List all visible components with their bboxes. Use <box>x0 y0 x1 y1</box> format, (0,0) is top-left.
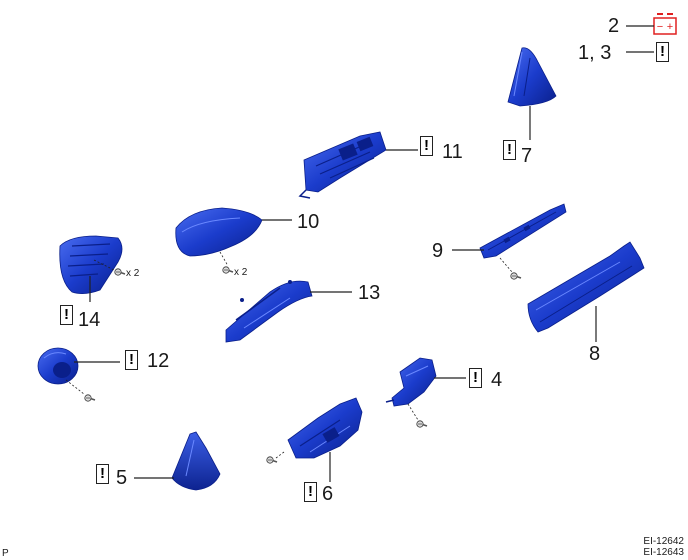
figure-code-1: EI-12642 <box>643 536 684 547</box>
part-7-cover <box>507 47 557 107</box>
caution-mark: ! <box>660 43 665 60</box>
caution-box-11: ! <box>420 136 433 156</box>
part-11-vent <box>298 131 387 199</box>
callout-7: 7 <box>521 145 533 167</box>
part-6-housing <box>287 397 363 459</box>
callout-10: 10 <box>297 211 320 233</box>
part-10-cover <box>175 207 263 257</box>
part-9-bracket <box>479 203 567 259</box>
caution-mark: ! <box>129 351 134 368</box>
screw-12 <box>84 393 96 403</box>
caution-box-1-3: ! <box>656 42 669 62</box>
caution-box-4: ! <box>469 368 482 388</box>
svg-text:−: − <box>657 21 663 33</box>
leader-12-screw <box>65 379 85 395</box>
screw-9 <box>509 271 522 281</box>
part-14-panel <box>59 235 123 294</box>
part-4-bracket <box>385 357 437 407</box>
part-8-panel <box>527 241 645 333</box>
callout-13: 13 <box>358 282 381 304</box>
caution-box-14: ! <box>60 305 73 325</box>
caution-mark: ! <box>64 306 69 323</box>
caution-box-5: ! <box>96 464 109 484</box>
screw-6 <box>265 455 278 465</box>
qty-note-10: x 2 <box>234 267 248 278</box>
caution-mark: ! <box>473 369 478 386</box>
part-5-cover <box>171 431 221 491</box>
callout-8: 8 <box>589 343 601 365</box>
caution-mark: ! <box>308 483 313 500</box>
figure-code-2: EI-12643 <box>643 547 684 558</box>
callout-5: 5 <box>116 467 128 489</box>
part-12-knob <box>37 347 79 385</box>
callout-12: 12 <box>147 350 170 372</box>
leader-4-screw <box>407 403 419 421</box>
callout-4: 4 <box>491 369 503 391</box>
part-13-frame <box>225 280 313 343</box>
screw-14 <box>114 267 126 277</box>
caution-box-6: ! <box>304 482 317 502</box>
leader-6-screw <box>275 451 285 459</box>
caution-mark: ! <box>424 137 429 154</box>
caution-box-12: ! <box>125 350 138 370</box>
leader-9-screw <box>499 257 513 273</box>
corner-mark: P <box>2 548 9 559</box>
callout-2: 2 <box>608 15 620 37</box>
callout-1-3: 1, 3 <box>578 42 612 64</box>
svg-text:+: + <box>667 21 673 33</box>
callout-14: 14 <box>78 309 101 331</box>
leader-10-screw <box>219 251 229 267</box>
screw-4 <box>415 419 428 429</box>
callout-11: 11 <box>442 141 463 163</box>
callout-6: 6 <box>322 483 334 505</box>
battery-icon: − + <box>653 13 677 35</box>
caution-box-7: ! <box>503 140 516 160</box>
screw-10 <box>222 265 234 275</box>
caution-mark: ! <box>100 465 105 482</box>
caution-mark: ! <box>507 141 512 158</box>
qty-note-14: x 2 <box>126 268 140 279</box>
callout-9: 9 <box>432 240 444 262</box>
